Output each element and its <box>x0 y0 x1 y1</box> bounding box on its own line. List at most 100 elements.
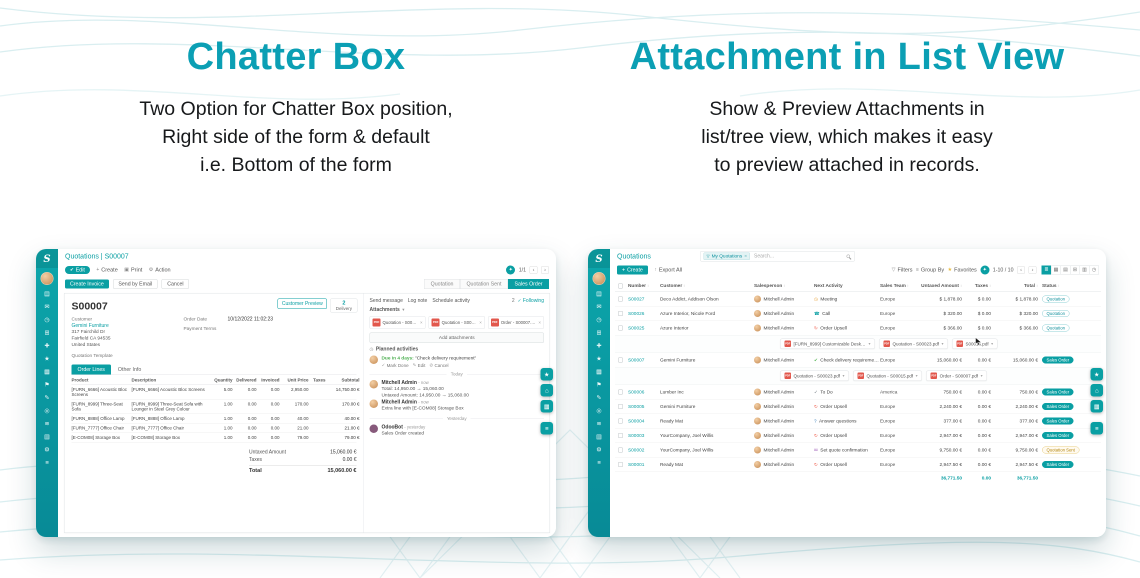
cancel-activity-button[interactable]: ⊘Cancel <box>429 362 449 368</box>
column-header[interactable]: Next Activity <box>814 283 843 289</box>
quotation-number[interactable]: S00027 <box>628 296 645 302</box>
next-activity-cell[interactable]: ◷Meeting <box>814 296 838 302</box>
sidebar-icon[interactable]: ⚙ <box>596 446 602 453</box>
column-header[interactable]: Number↕ <box>628 283 649 289</box>
quotation-number[interactable]: S00002 <box>628 447 645 453</box>
mark-done-button[interactable]: ✓Mark Done <box>381 362 409 368</box>
quotation-row[interactable]: S00025 Azure Interior Mitchell Admin ↻Or… <box>615 321 1101 336</box>
order-lines-column-header[interactable]: Description <box>131 377 157 383</box>
next-activity-cell[interactable]: ↻Order Upsell <box>814 461 847 468</box>
column-header[interactable]: Total↕ <box>1024 283 1038 289</box>
attachment-card[interactable]: PDF Quotation - S00023.pdf × <box>369 316 426 329</box>
quotation-row[interactable]: S00002 YourCompany, Joel Willis Mitchell… <box>615 443 1101 458</box>
view-switcher-button[interactable]: ▦ <box>1051 265 1061 275</box>
attachment-card[interactable]: PDF Quotation - S00015.pdf × <box>428 316 485 329</box>
pager-next-button[interactable]: › <box>541 265 549 274</box>
export-all-button[interactable]: ↑Export All <box>654 266 683 273</box>
row-checkbox[interactable] <box>618 404 623 409</box>
send-message-link[interactable]: Send message <box>369 298 403 304</box>
sidebar-icon[interactable]: ≋ <box>596 420 602 427</box>
create-invoice-button[interactable]: Create Invoice <box>65 279 109 289</box>
sidebar-icon[interactable]: ⚑ <box>596 381 602 388</box>
remove-facet-button[interactable]: × <box>744 253 747 260</box>
followers-count[interactable]: 2 <box>511 298 515 304</box>
group-by-button[interactable]: ≡Group By <box>916 266 945 273</box>
next-activity-cell[interactable]: ↻Order Upsell <box>814 403 847 410</box>
pager-previous-button[interactable]: ‹ <box>529 265 538 274</box>
view-switcher-button[interactable]: ▥ <box>1079 265 1090 275</box>
next-activity-cell[interactable]: ✔Check delivery requirements <box>814 357 880 363</box>
sidebar-icon[interactable]: ▥ <box>596 433 602 440</box>
row-checkbox[interactable] <box>618 357 623 363</box>
quotation-row[interactable]: S00006 Lumber Inc Mitchell Admin ✓To Do … <box>615 385 1101 400</box>
sidebar-icon[interactable]: ★ <box>44 355 50 362</box>
sidebar-icon[interactable]: ◷ <box>44 316 50 323</box>
row-checkbox[interactable] <box>618 462 623 467</box>
search-facet[interactable]: ▽ My Quotations × <box>703 252 750 260</box>
sidebar-icon[interactable]: ▤ <box>44 290 50 297</box>
next-activity-cell[interactable]: ↻Order Upsell <box>814 325 847 331</box>
attachment-chip[interactable]: PDF [FURN_8999] Customizable Desk.pdf ▾ <box>780 338 875 349</box>
row-checkbox[interactable] <box>618 447 623 453</box>
quotation-row[interactable]: S00003 YourCompany, Joel Willis Mitchell… <box>615 429 1101 443</box>
quotation-number[interactable]: S00026 <box>628 310 645 317</box>
sidebar-icon[interactable]: ◎ <box>44 407 50 414</box>
sidebar-icon[interactable]: ⚑ <box>44 381 50 388</box>
message-author[interactable]: Mitchell Admin <box>381 380 417 386</box>
notebook-tab[interactable]: Order Lines <box>71 364 111 375</box>
order-lines-column-header[interactable]: Invoiced <box>261 377 280 383</box>
order-lines-column-header[interactable]: Quantity <box>214 377 233 383</box>
quotation-row[interactable]: S00007 Gemini Furniture Mitchell Admin ✔… <box>615 353 1101 368</box>
sidebar-icon[interactable]: ⊞ <box>596 329 602 336</box>
row-checkbox[interactable] <box>618 311 623 316</box>
user-avatar[interactable] <box>40 272 54 285</box>
next-activity-cell[interactable]: ↻Order Upsell <box>814 432 847 439</box>
print-button[interactable]: ▣Print <box>124 266 143 273</box>
quick-access-button[interactable]: ✦ <box>506 265 516 275</box>
edit-button[interactable]: ✔Edit <box>65 265 90 274</box>
edit-activity-button[interactable]: ✎Edit <box>412 362 426 368</box>
row-checkbox[interactable] <box>618 296 623 302</box>
floating-action-button[interactable]: ★ <box>540 368 553 381</box>
remove-attachment-button[interactable]: × <box>420 320 423 325</box>
row-checkbox[interactable] <box>618 418 623 424</box>
cancel-button[interactable]: Cancel <box>161 279 190 289</box>
notebook-tab[interactable]: Other Info <box>117 366 142 373</box>
user-avatar[interactable] <box>592 272 606 285</box>
next-activity-cell[interactable]: ☎Call <box>814 310 831 317</box>
sidebar-icon[interactable]: ✎ <box>44 394 50 401</box>
breadcrumb[interactable]: Quotations | S00007 <box>65 252 129 260</box>
quotation-row[interactable]: S00026 Azure Interior, Nicole Ford Mitch… <box>615 307 1101 321</box>
remove-attachment-button[interactable]: × <box>479 320 482 325</box>
floating-action-button[interactable]: ▦ <box>540 400 553 413</box>
view-switcher-button[interactable]: ≣ <box>1041 265 1052 275</box>
sidebar-icon[interactable]: ✎ <box>596 394 602 401</box>
row-checkbox[interactable] <box>618 433 623 438</box>
order-lines-column-header[interactable]: Delivered <box>236 377 257 383</box>
attachment-chip[interactable]: PDF S00015.pdf ▾ <box>952 338 998 349</box>
view-switcher-button[interactable]: ⊞ <box>1070 265 1080 275</box>
order-lines-column-header[interactable]: Unit Price <box>287 377 309 383</box>
quotation-row[interactable]: S00001 Ready Mat Mitchell Admin ↻Order U… <box>615 458 1101 472</box>
next-activity-cell[interactable]: ?Answer questions <box>814 418 857 424</box>
pager-previous-button[interactable]: ‹ <box>1017 265 1025 274</box>
quotation-number[interactable]: S00004 <box>628 418 645 424</box>
order-line-row[interactable]: [FURN_7777] Office Chair [FURN_7777] Off… <box>71 424 360 433</box>
action-button[interactable]: ⚙Action <box>148 266 171 273</box>
pager-next-button[interactable]: › <box>1028 265 1037 274</box>
attachments-header[interactable]: Attachments <box>369 307 400 313</box>
sidebar-icon[interactable]: ≡ <box>45 459 49 466</box>
breadcrumb[interactable]: Quotations <box>617 252 651 260</box>
floating-action-button[interactable]: ⌂ <box>1090 384 1103 397</box>
floating-action-button[interactable]: ≡ <box>1090 422 1103 435</box>
sidebar-icon[interactable]: ✉ <box>596 303 602 310</box>
row-checkbox[interactable] <box>618 325 623 331</box>
sidebar-icon[interactable]: ◎ <box>596 407 602 414</box>
quotation-row[interactable]: S00005 Gemini Furniture Mitchell Admin ↻… <box>615 400 1101 414</box>
message-author[interactable]: Mitchell Admin <box>381 399 417 406</box>
create-button[interactable]: +Create <box>617 265 648 275</box>
sidebar-icon[interactable]: ▥ <box>44 433 50 440</box>
quotation-number[interactable]: S00007 <box>628 357 645 363</box>
log-note-link[interactable]: Log note <box>407 298 428 304</box>
sidebar-icon[interactable]: ▦ <box>596 368 602 375</box>
